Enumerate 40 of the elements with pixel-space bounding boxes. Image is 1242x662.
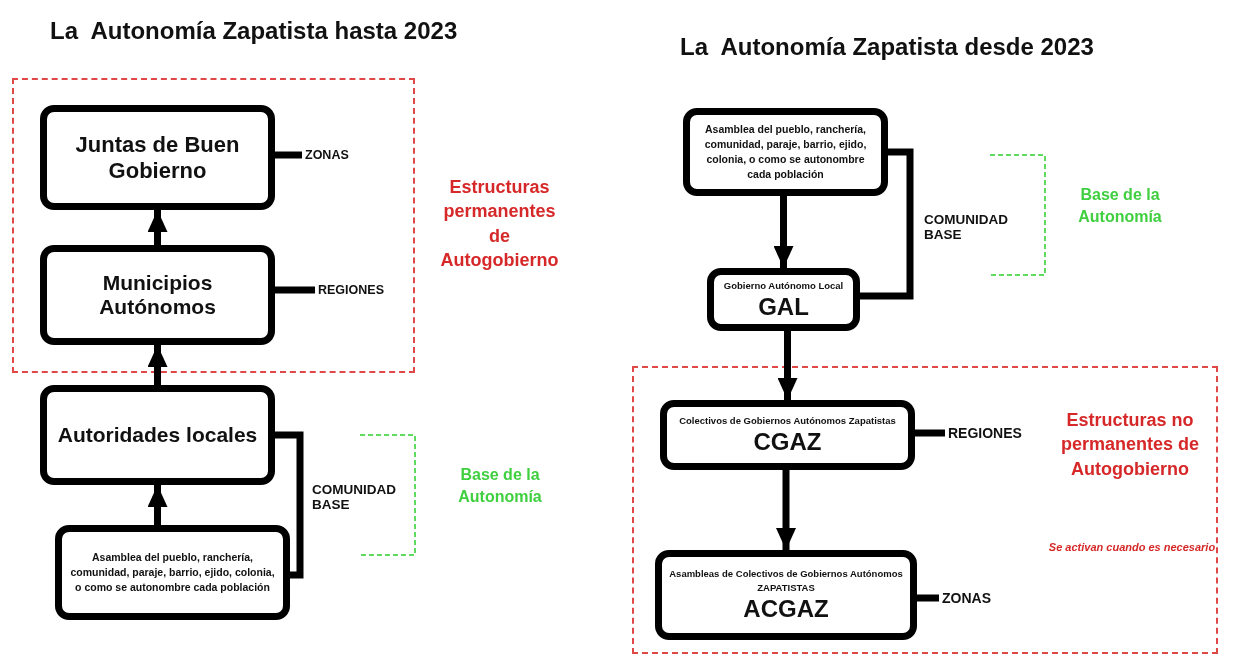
- box-text: Gobierno Autónomo Local: [722, 278, 845, 293]
- process-box: [707, 268, 860, 331]
- dashed-region: [632, 366, 1218, 654]
- box-text: Colectivos de Gobiernos Autónomos Zapatistas: [678, 414, 897, 429]
- process-box: [660, 400, 915, 470]
- process-box: [683, 108, 888, 196]
- arrow: [147, 345, 168, 385]
- box-text: Municipios Autónomos: [98, 270, 217, 320]
- acronym-text: CGAZ: [752, 428, 823, 456]
- process-box: [55, 525, 290, 620]
- level-label: REGIONES: [948, 423, 1023, 443]
- arrow: [147, 210, 168, 245]
- acronym-text: ACGAZ: [742, 594, 830, 623]
- arrow: [776, 470, 796, 550]
- process-box: [40, 105, 275, 210]
- connector-line: [860, 148, 914, 300]
- side-note: Estructuras no permanentes de Autogobierno: [1059, 409, 1201, 481]
- arrow: [777, 331, 798, 400]
- acronym-text: GAL: [757, 292, 810, 321]
- side-remark: Se activan cuando es necesario: [1047, 540, 1217, 555]
- box-text: Asamblea del pueblo, ranchería, comunidad, paraje, barrio, ejido, colonia, o como se autonombre cada población: [69, 549, 276, 596]
- process-box: [40, 385, 275, 485]
- side-note: Estructuras permanentes de Autogobierno: [439, 176, 560, 272]
- connector-line: [275, 431, 304, 579]
- arrow: [147, 485, 168, 525]
- level-label: REGIONES: [318, 280, 393, 300]
- panel-title: La Autonomía Zapatista hasta 2023: [50, 16, 459, 46]
- box-text: Juntas de Buen Gobierno: [74, 132, 241, 183]
- process-box: [655, 550, 917, 640]
- level-label: ZONAS: [942, 588, 1002, 608]
- process-box: [40, 245, 275, 345]
- level-label: ZONAS: [305, 145, 365, 165]
- dashed-region: [12, 78, 415, 373]
- side-note: Base de la Autonomía: [457, 465, 543, 508]
- arrow: [773, 196, 794, 268]
- panel-title: La Autonomía Zapatista desde 2023: [680, 32, 1095, 62]
- box-text: Asambleas de Colectivos de Gobiernos Autónomos ZAPATISTAS: [668, 567, 904, 595]
- box-text: Asamblea del pueblo, ranchería, comunidad, paraje, barrio, ejido, colonia, o como se autonombre cada población: [703, 121, 868, 183]
- side-note: Base de la Autonomía: [1077, 185, 1163, 228]
- box-text: Autoridades locales: [56, 422, 259, 448]
